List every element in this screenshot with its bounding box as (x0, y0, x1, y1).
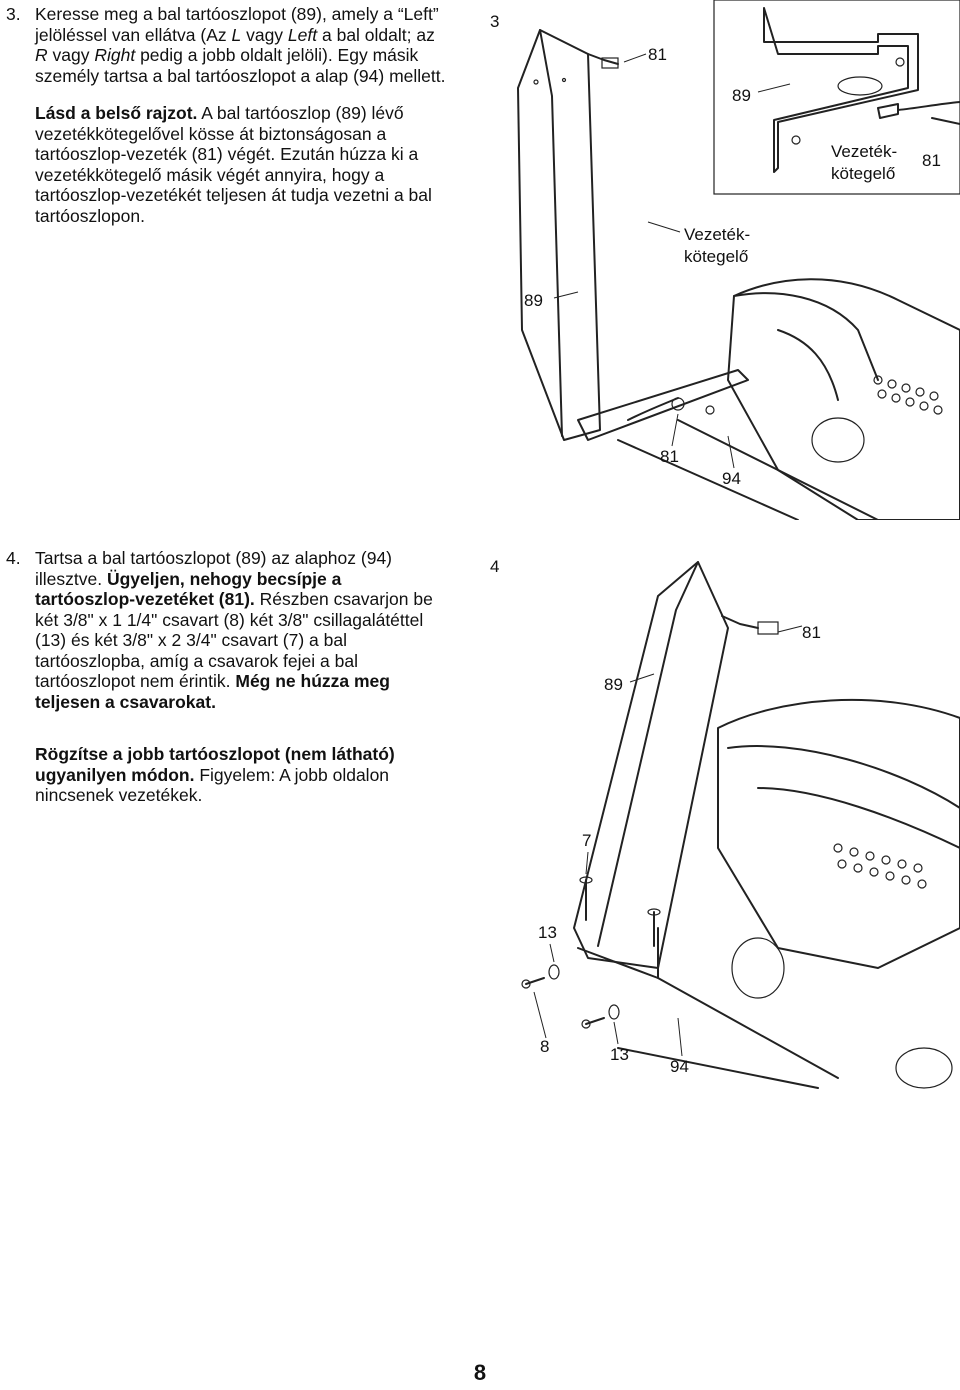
base-frame (577, 369, 879, 520)
inset-label-89: 89 (732, 86, 751, 105)
label-81: 81 (802, 623, 821, 642)
washer-13a (548, 964, 560, 980)
tie-label-1: Vezeték- (684, 225, 750, 244)
step-4: 4. Tartsa a bal tartóoszlopot (89) az al… (6, 548, 446, 712)
bolt-8b (581, 1017, 605, 1029)
bolt-8a (521, 977, 545, 989)
figure-4-drawing: 4 (490, 557, 960, 1089)
bolt-7a (579, 876, 593, 921)
label-89: 89 (604, 675, 623, 694)
label-13a: 13 (538, 923, 557, 942)
step-number: 3. (6, 4, 21, 24)
inset-label-81: 81 (648, 45, 667, 64)
figure-3-drawing: 3 81 89 Vezeték- kötegelő 81 (490, 0, 960, 520)
step-3: 3. Keresse meg a bal tartóoszlopot (89),… (6, 4, 446, 226)
label-8: 8 (540, 1037, 549, 1056)
inset-bracket (763, 7, 960, 173)
label-89: 89 (524, 291, 543, 310)
bolt-7b (647, 908, 661, 947)
treadmill-console (727, 278, 960, 520)
label-94: 94 (722, 469, 741, 488)
base-frame (577, 927, 839, 1089)
treadmill-console (717, 698, 960, 1089)
figure-number: 4 (490, 557, 499, 576)
tie-label-2: kötegelő (684, 247, 748, 266)
inset-tie-label-2: kötegelő (831, 164, 895, 183)
upright-post (517, 29, 619, 441)
label-94: 94 (670, 1057, 689, 1076)
step-4-paragraph-1: Tartsa a bal tartóoszlopot (89) az alaph… (35, 548, 433, 712)
step-number: 4. (6, 548, 21, 568)
figure-4: 4 (478, 548, 960, 1108)
step-4-note: Rögzítse a jobb tartóoszlopot (nem látha… (6, 744, 426, 806)
label-13b: 13 (610, 1045, 629, 1064)
figure-3: 3 81 89 Vezeték- kötegelő 81 (478, 0, 960, 520)
inset-frame (713, 0, 960, 195)
step-3-paragraph-1: Keresse meg a bal tartóoszlopot (89), am… (35, 4, 446, 86)
step-3-paragraph-2: Lásd a belső rajzot. A bal tartóoszlop (… (35, 103, 432, 226)
inset-label-81b: 81 (922, 151, 941, 170)
step-4-paragraph-2: Rögzítse a jobb tartóoszlopot (nem látha… (35, 744, 395, 805)
label-7: 7 (582, 831, 591, 850)
page-number: 8 (473, 1360, 487, 1385)
figure-number: 3 (490, 12, 499, 31)
inset-tie-label-1: Vezeték- (831, 142, 897, 161)
label-81: 81 (660, 447, 679, 466)
washer-13b (608, 1004, 620, 1020)
